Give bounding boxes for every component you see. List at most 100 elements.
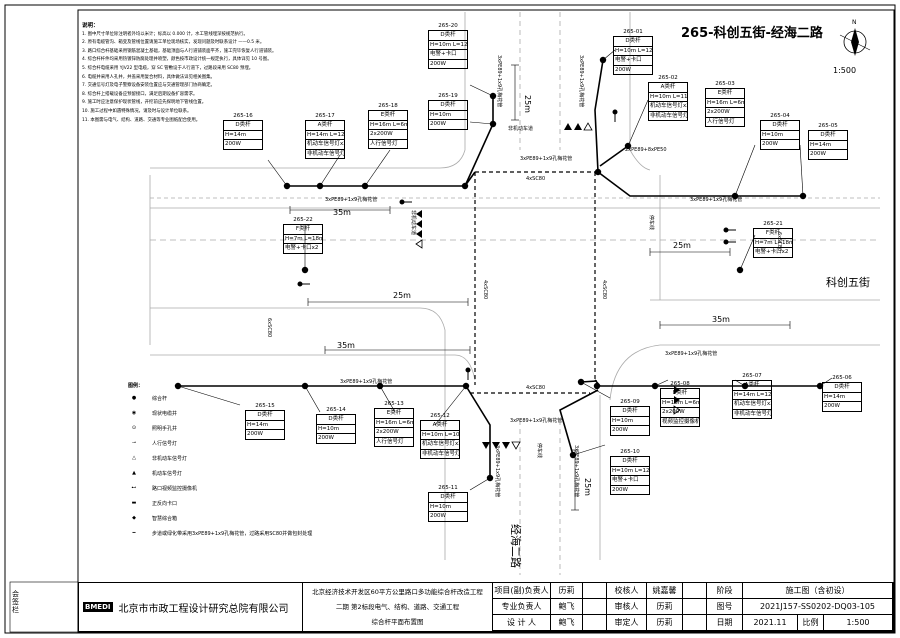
pole-marker[interactable] — [651, 382, 659, 390]
design-notes: 说明： 1. 图中尺寸单位除注明者外均以米计；标高以 0.000 计，水工管线埋… — [82, 22, 297, 125]
legend-label: 综合杆 — [152, 396, 168, 402]
pole-marker[interactable] — [577, 378, 585, 386]
pole-id: 265-09 — [610, 398, 650, 408]
dimension-lines — [289, 64, 791, 511]
pole-type: F类杆 — [283, 225, 323, 235]
ped-signal-icon: ⊸ — [131, 440, 137, 446]
signoff-cell: 阶段 — [707, 583, 743, 599]
pole-type: D类杆 — [428, 101, 468, 111]
pole-height: H=10m — [316, 424, 356, 435]
pole-marker[interactable] — [593, 382, 601, 390]
legend-label: 非机动车信号灯 — [152, 456, 188, 462]
pole-equip-2: 200W — [610, 485, 650, 495]
pole-id: 265-04 — [760, 112, 800, 122]
compass-north: N — [852, 19, 857, 26]
road-edges — [149, 12, 880, 575]
note-line: 6. 电缆井采用人孔井，井盖采用复合材料，具体做法详见相关图集。 — [82, 74, 215, 80]
vehicle-signal-icon — [574, 123, 582, 130]
pole-marker[interactable] — [599, 56, 607, 64]
project-name-1: 北京经济技术开发区60平方公里路口多功能综合杆改造工程 — [312, 588, 483, 596]
pole-equip-1: 200W — [245, 430, 285, 440]
sc80-crossings — [470, 171, 596, 394]
pole-equip-2: 非机动车信号灯x1 — [420, 449, 460, 459]
pole-height: H=16m L=6m — [660, 398, 700, 409]
pole-marker[interactable] — [624, 142, 632, 150]
pole-equip-2: 视频监控摄像机 — [660, 417, 700, 427]
pole-height: H=14m — [223, 130, 263, 141]
legend-label: 照明手孔井 — [152, 426, 178, 432]
pole-equip-1: 200W — [760, 140, 800, 150]
pole-equip-1: 机动车信号灯x2 — [305, 140, 345, 150]
vehicle-signal-icon — [416, 220, 422, 228]
pedestrian-signals — [297, 109, 736, 380]
pole-equip-2: 200W — [613, 65, 653, 75]
project-name-2: 二期 第2标段电气、结构、道路、交通工程 — [335, 603, 460, 611]
pole-marker[interactable] — [731, 192, 739, 200]
pole-marker[interactable] — [283, 182, 291, 190]
dim-35m-c: 35m — [712, 315, 730, 324]
pole-type: D类杆 — [808, 131, 848, 141]
checkpoint-icon: ▬ — [131, 500, 137, 506]
pole-id: 265-01 — [613, 28, 653, 38]
pole-height: H=16m L=6m — [368, 120, 408, 131]
handhole-icon: ⊙ — [131, 425, 137, 431]
pole-height: H=7m L=18m — [753, 238, 793, 249]
signoff-cell: 日期 — [707, 615, 743, 631]
pole-marker[interactable] — [486, 474, 494, 482]
dim-25m-d: 25m — [583, 478, 592, 496]
pole-equip-1: 电警+卡口x2 — [753, 248, 793, 258]
duct-label-sw: 3xPE89+1x9孔梅花管 — [340, 378, 392, 385]
pole-marker[interactable] — [301, 382, 309, 390]
pole-marker[interactable] — [741, 382, 749, 390]
pole-type: D类杆 — [610, 407, 650, 417]
pole-marker[interactable] — [174, 382, 182, 390]
pole-marker[interactable] — [361, 182, 369, 190]
pole-equip-1: 2x200W — [660, 408, 700, 418]
pole-marker[interactable] — [489, 120, 497, 128]
pole-equip-2: 人行信号灯 — [368, 139, 408, 149]
vehicle-signal-icon — [416, 210, 422, 218]
pole-marker[interactable] — [569, 451, 577, 459]
signoff-grid: 项目(副)负责人历莉校核人姚嘉馨阶段施工图（含初设）专业负责人鲍飞审核人历莉图号… — [493, 583, 893, 631]
note-line: 8. 综合杆上搭载设备应预留接口，满足后期设备扩容需求。 — [82, 91, 198, 97]
legend-label: 步道或绿化带采用3xPE89+1x9孔梅花管，过路采用SC80并做包封处理 — [152, 531, 313, 537]
pole-marker[interactable] — [799, 192, 807, 200]
pole-equip-2: 200W — [428, 59, 468, 69]
signoff-cell: 图号 — [707, 599, 743, 615]
pole-height: H=10m — [428, 110, 468, 121]
pole-equip-2: 人行信号灯 — [705, 117, 745, 127]
ped-signal-icon — [723, 227, 729, 233]
pole-marker[interactable] — [816, 382, 824, 390]
compass-icon: N — [839, 19, 871, 56]
ped-signal-icon — [399, 199, 405, 205]
pole-marker[interactable] — [462, 382, 470, 390]
pole-marker[interactable] — [301, 266, 309, 274]
pole-marker[interactable] — [316, 182, 324, 190]
vehicle-signal-icon — [674, 386, 680, 394]
sc80-label-n: 4xSC80 — [526, 176, 545, 182]
pole-marker[interactable] — [594, 168, 602, 176]
pole-height: H=14m — [808, 140, 848, 151]
pole-equip-1: 200W — [223, 140, 263, 150]
camera-icon: ⊷ — [131, 485, 137, 491]
signoff-cell: 审核人 — [607, 599, 647, 615]
dimension-texts: 35m 25m 35m 25m 35m 25m 25m — [333, 95, 730, 496]
signoff-cell: 姚嘉馨 — [647, 583, 683, 599]
pole-marker[interactable] — [489, 92, 497, 100]
pole-height: H=14m L=12m — [732, 390, 772, 401]
note-line: 7. 交通信号灯及电子警察设备安装位置应与交通管理部门协商确定。 — [82, 83, 215, 89]
vehicle-signal-icon — [482, 442, 490, 449]
pole-equip-2: 非机动车信号灯x1 — [732, 409, 772, 419]
pole-marker[interactable] — [376, 382, 384, 390]
cable-well-icon: ◉ — [131, 410, 137, 416]
signoff-cell: 鲍飞 — [551, 615, 583, 631]
signoff-cell: 鲍飞 — [551, 599, 583, 615]
pole-marker[interactable] — [461, 182, 469, 190]
pole-equip-1: 电警+卡口 — [610, 476, 650, 486]
pole-marker[interactable] — [736, 266, 744, 274]
pole-type: E类杆 — [705, 89, 745, 99]
sc80-label-far-w: 6xSC80 — [266, 318, 272, 337]
